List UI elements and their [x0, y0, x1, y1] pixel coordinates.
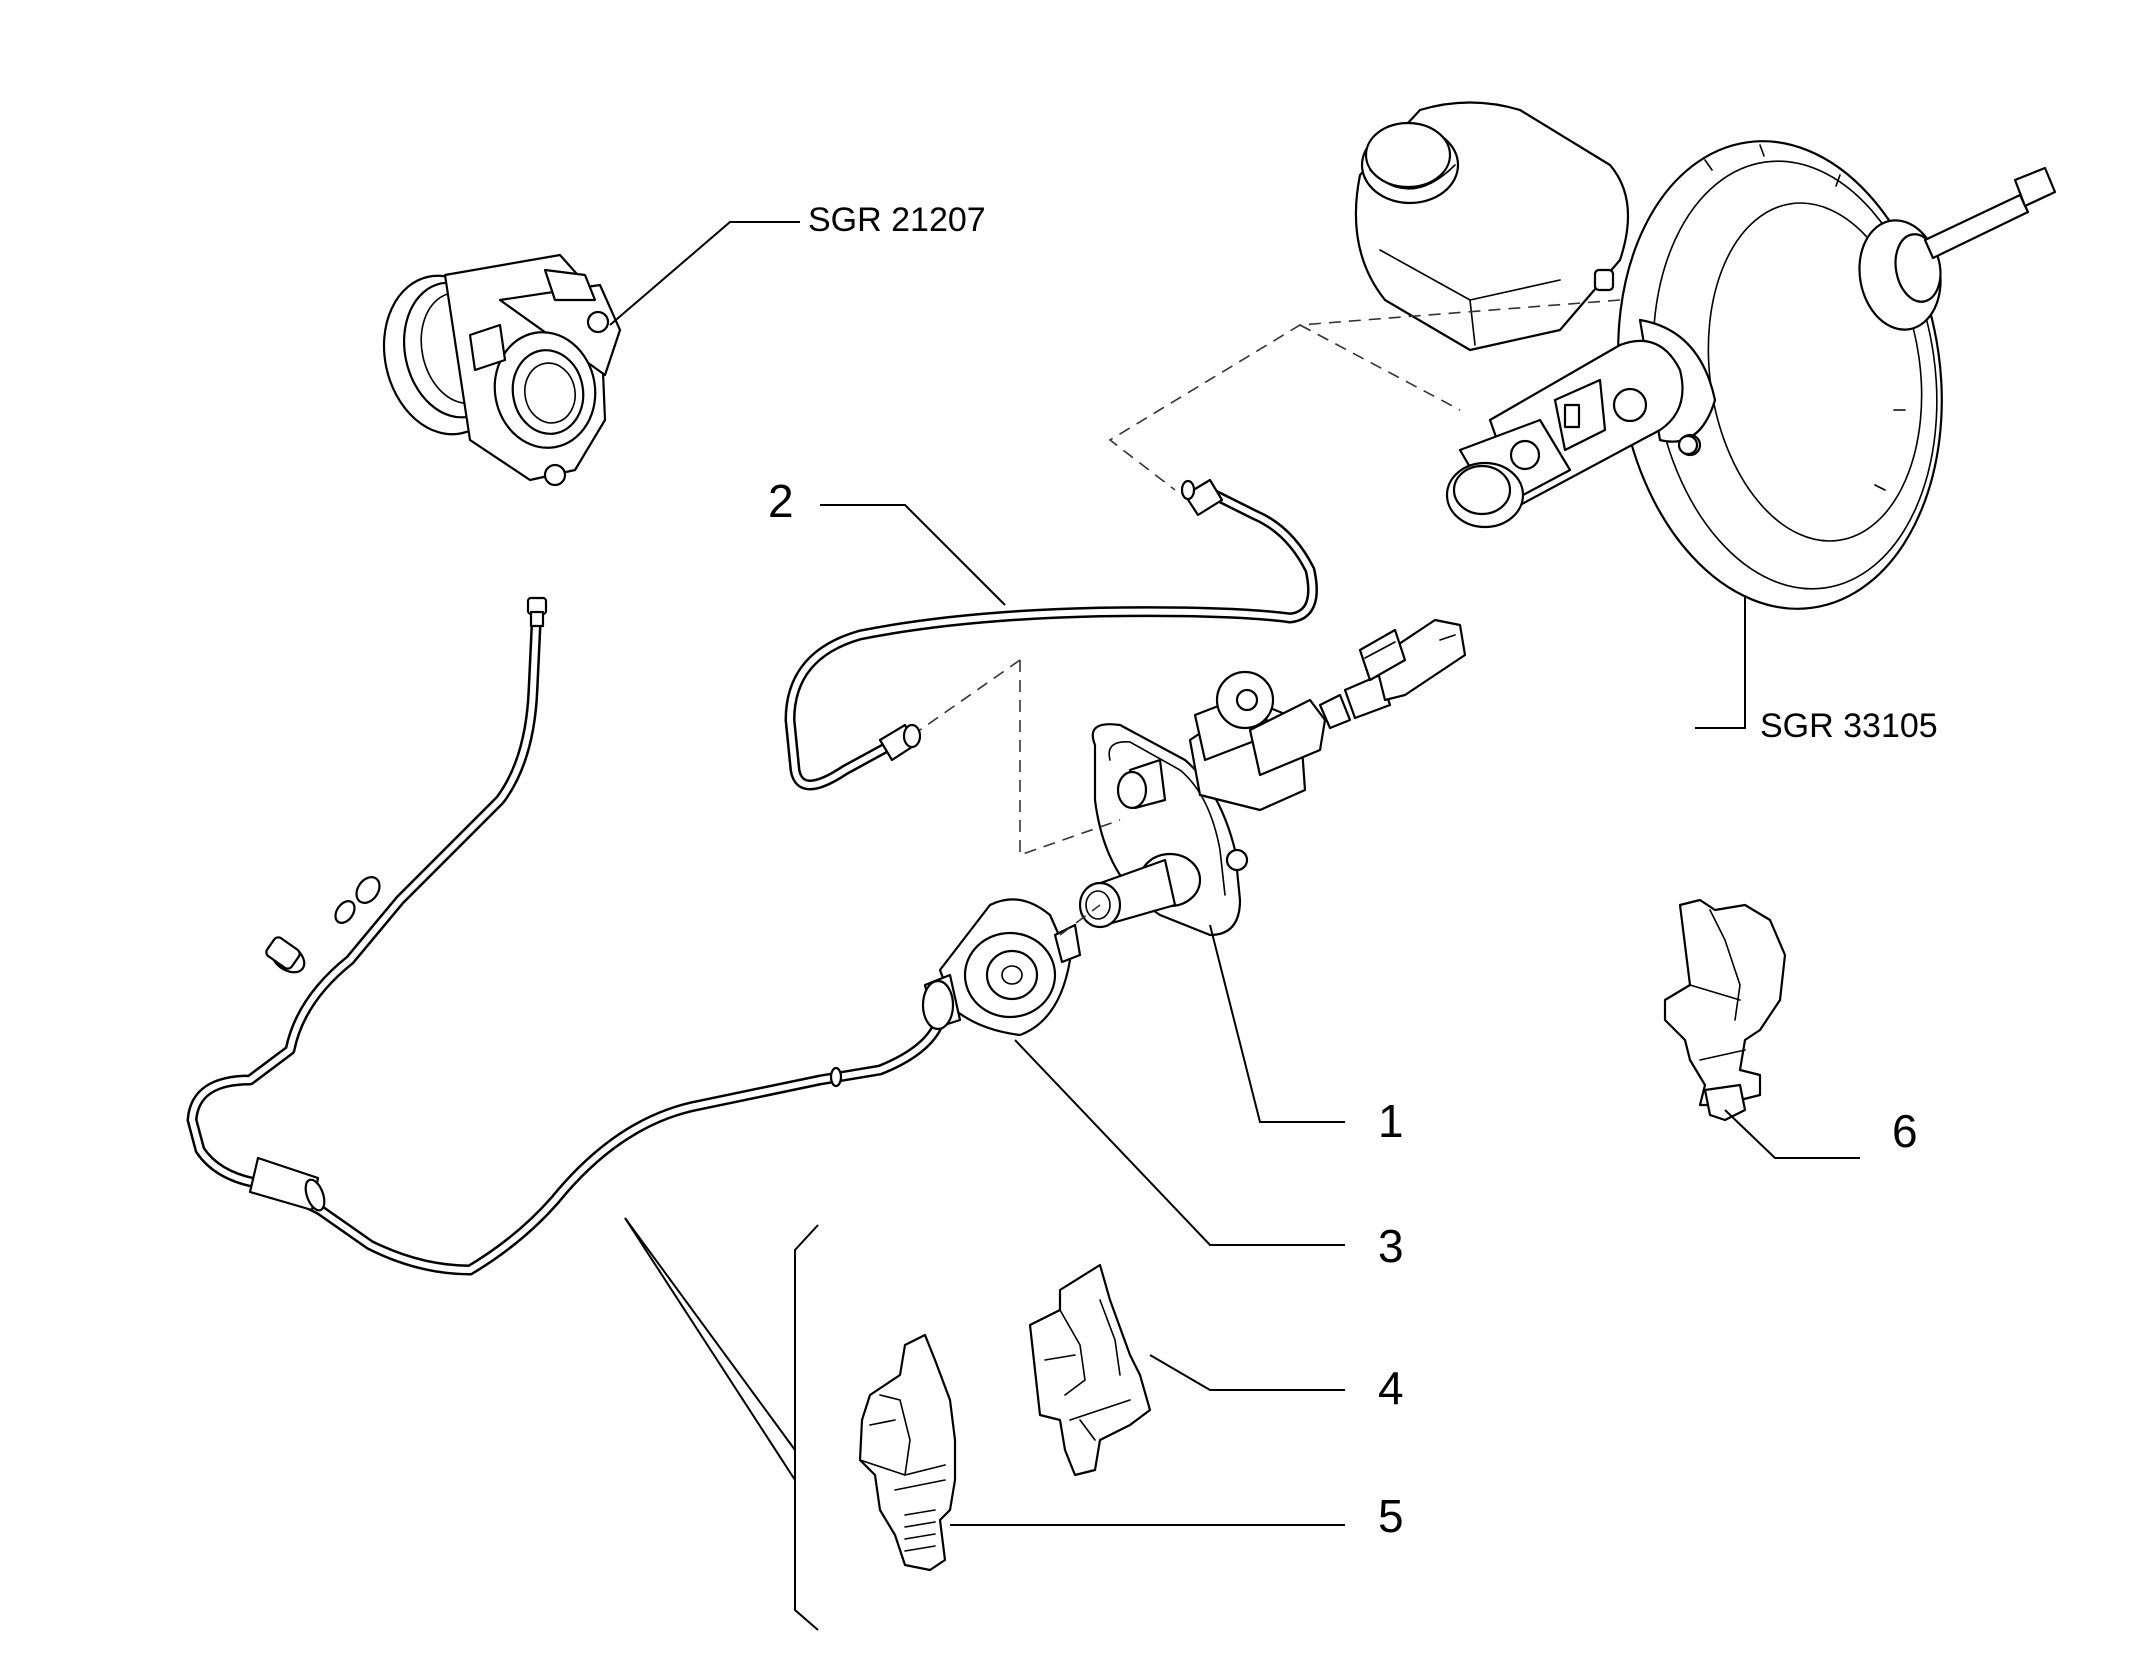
ref-bearing-label: SGR 21207	[808, 201, 986, 239]
callouts: SGR 21207 SGR 33105 2 1 3 4 5 6	[768, 201, 1938, 1542]
callout-5: 5	[1378, 1490, 1404, 1542]
pipe-clip-5	[858, 1333, 957, 1572]
release-bearing-assembly	[382, 253, 622, 487]
clutch-hose	[784, 478, 1318, 791]
clutch-pipe	[186, 596, 946, 1276]
pipe-clip-6	[1663, 898, 1787, 1122]
callout-1: 1	[1378, 1095, 1404, 1147]
callout-4: 4	[1378, 1362, 1404, 1414]
brake-booster-assembly	[1354, 101, 2057, 610]
callout-6: 6	[1892, 1105, 1918, 1157]
callout-3: 3	[1378, 1220, 1404, 1272]
clutch-master-cylinder	[1078, 618, 1467, 937]
pulsation-damper	[921, 898, 1082, 1037]
assembly-guides	[919, 299, 1621, 936]
callout-2: 2	[768, 475, 794, 527]
ref-booster-label: SGR 33105	[1760, 707, 1938, 745]
pipe-clip-4	[1028, 1263, 1152, 1477]
leader-lines	[609, 221, 1860, 1631]
